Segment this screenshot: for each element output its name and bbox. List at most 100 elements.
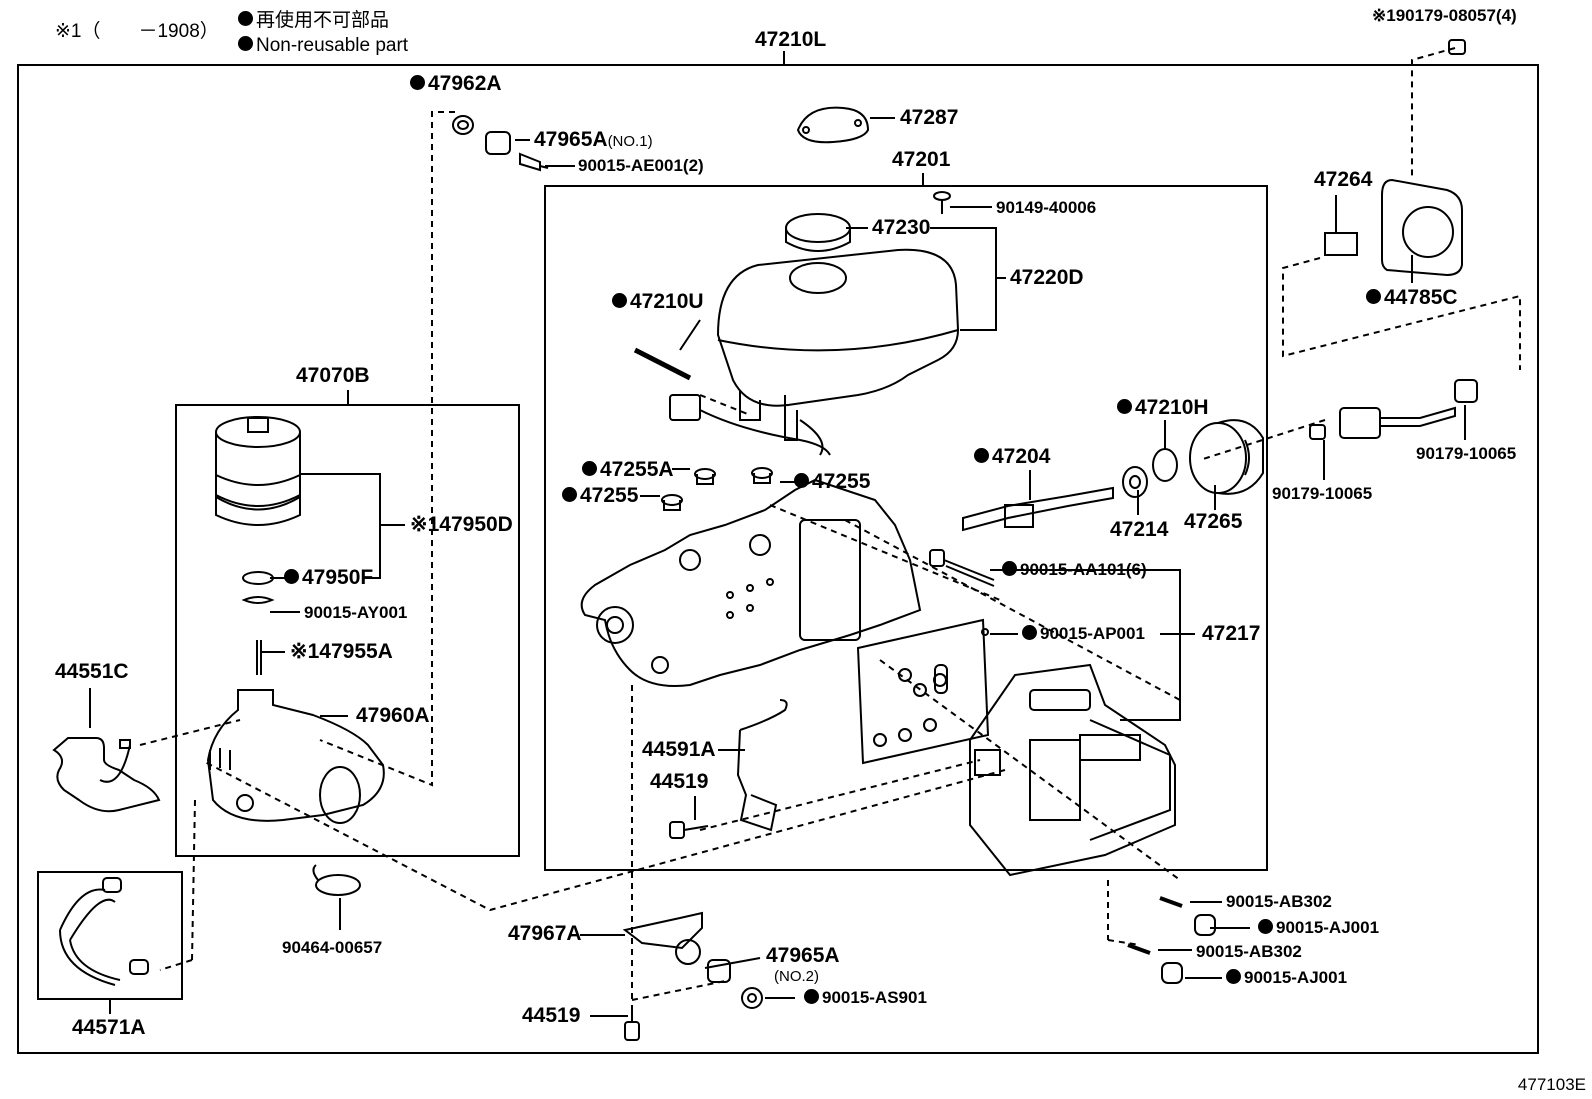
part-label-47965a-no1[interactable]: 47965A(NO.1) (534, 128, 653, 154)
part-label-44551c[interactable]: 44551C (55, 660, 129, 683)
part-number: 90015-AJ001 (1276, 918, 1380, 937)
leader-lines (89, 117, 1466, 1017)
part-label-90149-40006[interactable]: 90149-40006 (996, 198, 1097, 217)
part-label-47265[interactable]: 47265 (1184, 510, 1243, 533)
part-number: 90015-AP001 (1040, 624, 1145, 643)
grommets-47255-drawing (661, 467, 773, 511)
hose-44571a-drawing (59, 877, 149, 986)
dashed-guides (139, 47, 1521, 1001)
part-label-47962a[interactable]: 47962A (410, 72, 502, 96)
part-label-47264[interactable]: 47264 (1314, 168, 1373, 191)
part-label-47201[interactable]: 47201 (892, 148, 951, 171)
gasket-44785c-drawing (1381, 178, 1463, 277)
push-rod-drawing (1309, 379, 1478, 440)
pump-frame (175, 404, 520, 857)
part-label-47950f[interactable]: 47950F (284, 566, 373, 590)
nut-47965a-no2-drawing (707, 959, 731, 983)
legend-note-mark: ※1（ －1908） (55, 21, 219, 42)
part-label-90464-00657[interactable]: 90464-00657 (282, 938, 383, 957)
part-label-90179-10065-right[interactable]: 90179-10065 (1416, 444, 1517, 463)
part-number: 47210H (1135, 396, 1209, 419)
assembly-frame (17, 64, 1539, 1054)
part-label-90015-as901[interactable]: 90015-AS901 (804, 988, 927, 1008)
part-label-90015-ae001[interactable]: 90015-AE001(2) (578, 156, 704, 175)
screw-90149-drawing (933, 191, 951, 214)
part-label-44785c[interactable]: 44785C (1366, 286, 1458, 310)
part-label-47070b[interactable]: 47070B (296, 364, 370, 387)
part-label-44519-upper[interactable]: 44519 (650, 770, 709, 793)
part-label-90015-ap001[interactable]: 90015-AP001 (1022, 624, 1145, 644)
part-label-47255-left[interactable]: 47255 (562, 484, 638, 508)
part-label-47255-right[interactable]: 47255 (794, 470, 870, 494)
diagram-reference-code: 477103E (1517, 1075, 1586, 1094)
piston-47204-drawing (962, 486, 1114, 532)
part-label-47210l[interactable]: 47210L (755, 28, 827, 51)
connector-47264-drawing (1324, 232, 1358, 256)
part-number: 90015-AA101(6) (1020, 560, 1147, 579)
part-number: 90015-AJ001 (1244, 968, 1348, 987)
part-label-47230[interactable]: 47230 (872, 216, 931, 239)
part-label-44571a[interactable]: 44571A (72, 1016, 146, 1039)
part-label-47210h[interactable]: 47210H (1117, 396, 1209, 420)
non-reusable-dot-icon (1226, 969, 1241, 985)
non-reusable-dot-icon (1002, 561, 1017, 577)
non-reusable-dot-icon (562, 486, 577, 502)
non-reusable-dot-icon (1258, 919, 1273, 935)
part-label-47204[interactable]: 47204 (974, 445, 1050, 469)
part-label-90015-ab302-upper[interactable]: 90015-AB302 (1226, 892, 1332, 911)
part-label-47255a[interactable]: 47255A (582, 458, 674, 482)
part-label-90179-08057[interactable]: ※190179-08057(4) (1372, 6, 1517, 25)
non-reusable-dot-icon (582, 460, 597, 476)
actuator-block-drawing (969, 663, 1176, 877)
nut-90015-as901-drawing (741, 987, 763, 1009)
part-label-47210u[interactable]: 47210U (612, 290, 704, 314)
part-label-90015-aj001-lower[interactable]: 90015-AJ001 (1226, 968, 1347, 988)
part-label-47214[interactable]: 47214 (1110, 518, 1169, 541)
grommet-47962a-drawing (452, 115, 474, 135)
non-reusable-dot-icon (804, 989, 819, 1005)
part-label-47955a[interactable]: ※147955A (290, 640, 393, 663)
part-47214-drawing (1122, 466, 1148, 498)
bracket-44591a-drawing (736, 699, 788, 832)
bushings-drawing (1127, 896, 1216, 984)
part-number: 47962A (428, 72, 502, 95)
part-label-90015-aa101[interactable]: 90015-AA101(6) (1002, 560, 1147, 580)
part-label-90015-ab302-lower[interactable]: 90015-AB302 (1196, 942, 1302, 961)
part-label-47960a[interactable]: 47960A (356, 704, 430, 727)
non-reusable-dot-icon (612, 292, 627, 308)
non-reusable-dot-icon (238, 36, 253, 52)
non-reusable-dot-icon (1022, 625, 1037, 641)
part-label-47950d[interactable]: ※147950D (410, 513, 513, 536)
legend-jp-text: 再使用不可部品 (256, 10, 390, 31)
non-reusable-dot-icon (1366, 288, 1381, 304)
part-label-90015-ay001[interactable]: 90015-AY001 (304, 603, 408, 622)
part-note: (NO.1) (607, 133, 653, 150)
part-number: 47965A (534, 128, 608, 151)
part-number: 47255 (812, 470, 871, 493)
part-label-47967a[interactable]: 47967A (508, 922, 582, 945)
gasket-plate-drawing (856, 618, 990, 765)
part-label-90179-10065-left[interactable]: 90179-10065 (1272, 484, 1373, 503)
clamp-90464-drawing (312, 864, 361, 896)
non-reusable-dot-icon (284, 568, 299, 584)
bolt-90015-aa101-drawing (929, 549, 995, 587)
part-number: 47255A (600, 458, 674, 481)
part-label-47220d[interactable]: 47220D (1010, 266, 1084, 289)
non-reusable-dot-icon (238, 11, 253, 27)
part-label-47217[interactable]: 47217 (1202, 622, 1261, 645)
part-label-47965a-no2[interactable]: 47965A (766, 944, 840, 967)
part-label-47287[interactable]: 47287 (900, 106, 959, 129)
part-label-90015-aj001-upper[interactable]: 90015-AJ001 (1258, 918, 1379, 938)
part-number: 44785C (1384, 286, 1458, 309)
non-reusable-dot-icon (974, 447, 989, 463)
nut-90179-top-drawing (1448, 39, 1466, 55)
bracket-47967a-drawing (622, 911, 703, 965)
part-number: 47210U (630, 290, 704, 313)
part-label-44519-lower[interactable]: 44519 (522, 1004, 581, 1027)
master-cylinder-body-drawing (580, 478, 922, 687)
reservoir-cap-drawing (785, 213, 851, 252)
part-label-44591a[interactable]: 44591A (642, 738, 716, 761)
part-number: 47950F (302, 566, 374, 589)
gasket-47287-drawing (796, 106, 870, 144)
